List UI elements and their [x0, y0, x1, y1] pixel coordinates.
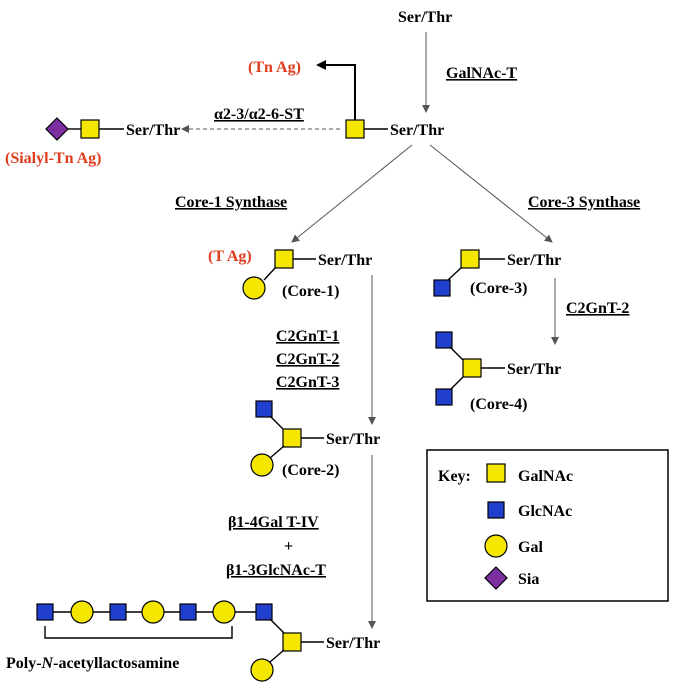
poly-glcnac-1: [36, 603, 54, 621]
tn-ser-thr-label: Ser/Thr: [390, 122, 444, 139]
poly-glcnac-3: [179, 603, 197, 621]
b14gal-label: β1-4Gal T-IV: [228, 514, 319, 531]
core2-glcnac-square: [255, 400, 273, 418]
b13glcnac-label: β1-3GlcNAc-T: [226, 562, 326, 579]
poly-glcnac-2: [109, 603, 127, 621]
poly-lacnac-label: Poly-N-acetyllactosamine: [6, 655, 179, 672]
core1-label: (Core-1): [282, 283, 339, 300]
poly-gal-1: [70, 600, 94, 624]
core4-galnac-square: [462, 358, 482, 378]
core3-synthase-arrow: [429, 144, 553, 243]
c2gnt2-right-label: C2GnT-2: [566, 300, 629, 317]
core1-gal-bond: [263, 266, 277, 281]
poly-gal-3: [212, 600, 236, 624]
core1-gal-circle: [242, 276, 266, 300]
core2-ser-thr-label: Ser/Thr: [326, 431, 380, 448]
sialyl-ser-thr-label: Ser/Thr: [126, 122, 180, 139]
c2gnt1-label: C2GnT-1: [276, 328, 339, 345]
core1-synthase-arrow: [291, 144, 413, 243]
core3-synthase-label: Core-3 Synthase: [528, 194, 640, 211]
st-enzyme-label: α2-3/α2-6-ST: [214, 106, 304, 123]
core2-gal-circle: [250, 453, 274, 477]
plus-label: +: [284, 538, 293, 555]
core2-galnac-square: [282, 428, 302, 448]
key-gal-icon: [484, 534, 508, 558]
poly-galnac-bond: [269, 618, 286, 635]
key-sia-label: Sia: [518, 571, 539, 588]
core4-glcnac-bottom-square: [435, 388, 453, 406]
core3-ser-thr-label: Ser/Thr: [507, 252, 561, 269]
core4-glcnac-top-square: [435, 331, 453, 349]
core4-top-bond: [449, 346, 465, 362]
key-glcnac-icon: [487, 501, 505, 519]
poly-gal-bottom: [250, 658, 274, 682]
key-galnac-icon: [486, 463, 506, 483]
key-sia-icon: [484, 566, 508, 590]
core2-label: (Core-2): [282, 462, 339, 479]
key-glcnac-label: GlcNAc: [518, 503, 572, 520]
tn-galnac-square: [345, 119, 365, 139]
core4-bottom-bond: [449, 375, 465, 391]
poly-galnac-square: [282, 632, 302, 652]
core2-glcnac-bond: [269, 415, 285, 431]
core4-ser-thr-label: Ser/Thr: [507, 361, 561, 378]
poly-ser-thr-label: Ser/Thr: [326, 635, 380, 652]
c2gnt2-label: C2GnT-2: [276, 351, 339, 368]
c2gnt3-label: C2GnT-3: [276, 374, 339, 391]
galnac-t-label: GalNAc-T: [446, 65, 517, 82]
t-ag-label: (T Ag): [208, 248, 252, 265]
poly-gal-2: [141, 600, 165, 624]
sialyl-sia-diamond: [45, 117, 69, 141]
poly-bracket: [44, 626, 233, 639]
core1-galnac-square: [274, 249, 294, 269]
poly-glcnac-4: [255, 603, 273, 621]
top-ser-thr-label: Ser/Thr: [398, 9, 452, 26]
key-box: [426, 449, 669, 602]
sialyl-galnac-square: [80, 119, 100, 139]
key-gal-label: Gal: [518, 539, 543, 556]
core3-glcnac-bond: [447, 266, 463, 281]
core2-gal-bond: [269, 445, 285, 459]
core3-label: (Core-3): [470, 280, 527, 297]
core3-galnac-square: [460, 249, 480, 269]
sialyl-tn-ag-label: (Sialyl-Tn Ag): [5, 150, 101, 167]
tn-ag-arrow: [316, 60, 356, 120]
tn-ag-label: (Tn Ag): [248, 59, 301, 76]
key-galnac-label: GalNAc: [518, 468, 573, 485]
poly-gal-bond: [269, 649, 285, 663]
key-title: Key:: [438, 468, 471, 485]
core3-glcnac-square: [433, 279, 451, 297]
core1-ser-thr-label: Ser/Thr: [318, 252, 372, 269]
core4-label: (Core-4): [470, 396, 527, 413]
core1-synthase-label: Core-1 Synthase: [175, 194, 287, 211]
